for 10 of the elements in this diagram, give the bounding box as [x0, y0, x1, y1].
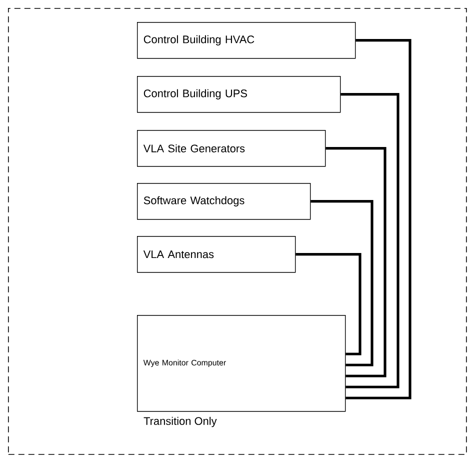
source-box: Control Building HVAC	[137, 22, 356, 59]
source-box: Control Building UPS	[137, 76, 341, 113]
connector-line	[340, 93, 400, 388]
source-box: VLA Site Generators	[137, 130, 326, 167]
source-box: VLA Antennas	[137, 236, 296, 273]
connector-line	[346, 39, 412, 400]
source-box: Software Watchdogs	[137, 183, 311, 220]
connector-line	[310, 200, 374, 366]
connector-line	[296, 253, 362, 356]
connector-line	[326, 147, 386, 378]
